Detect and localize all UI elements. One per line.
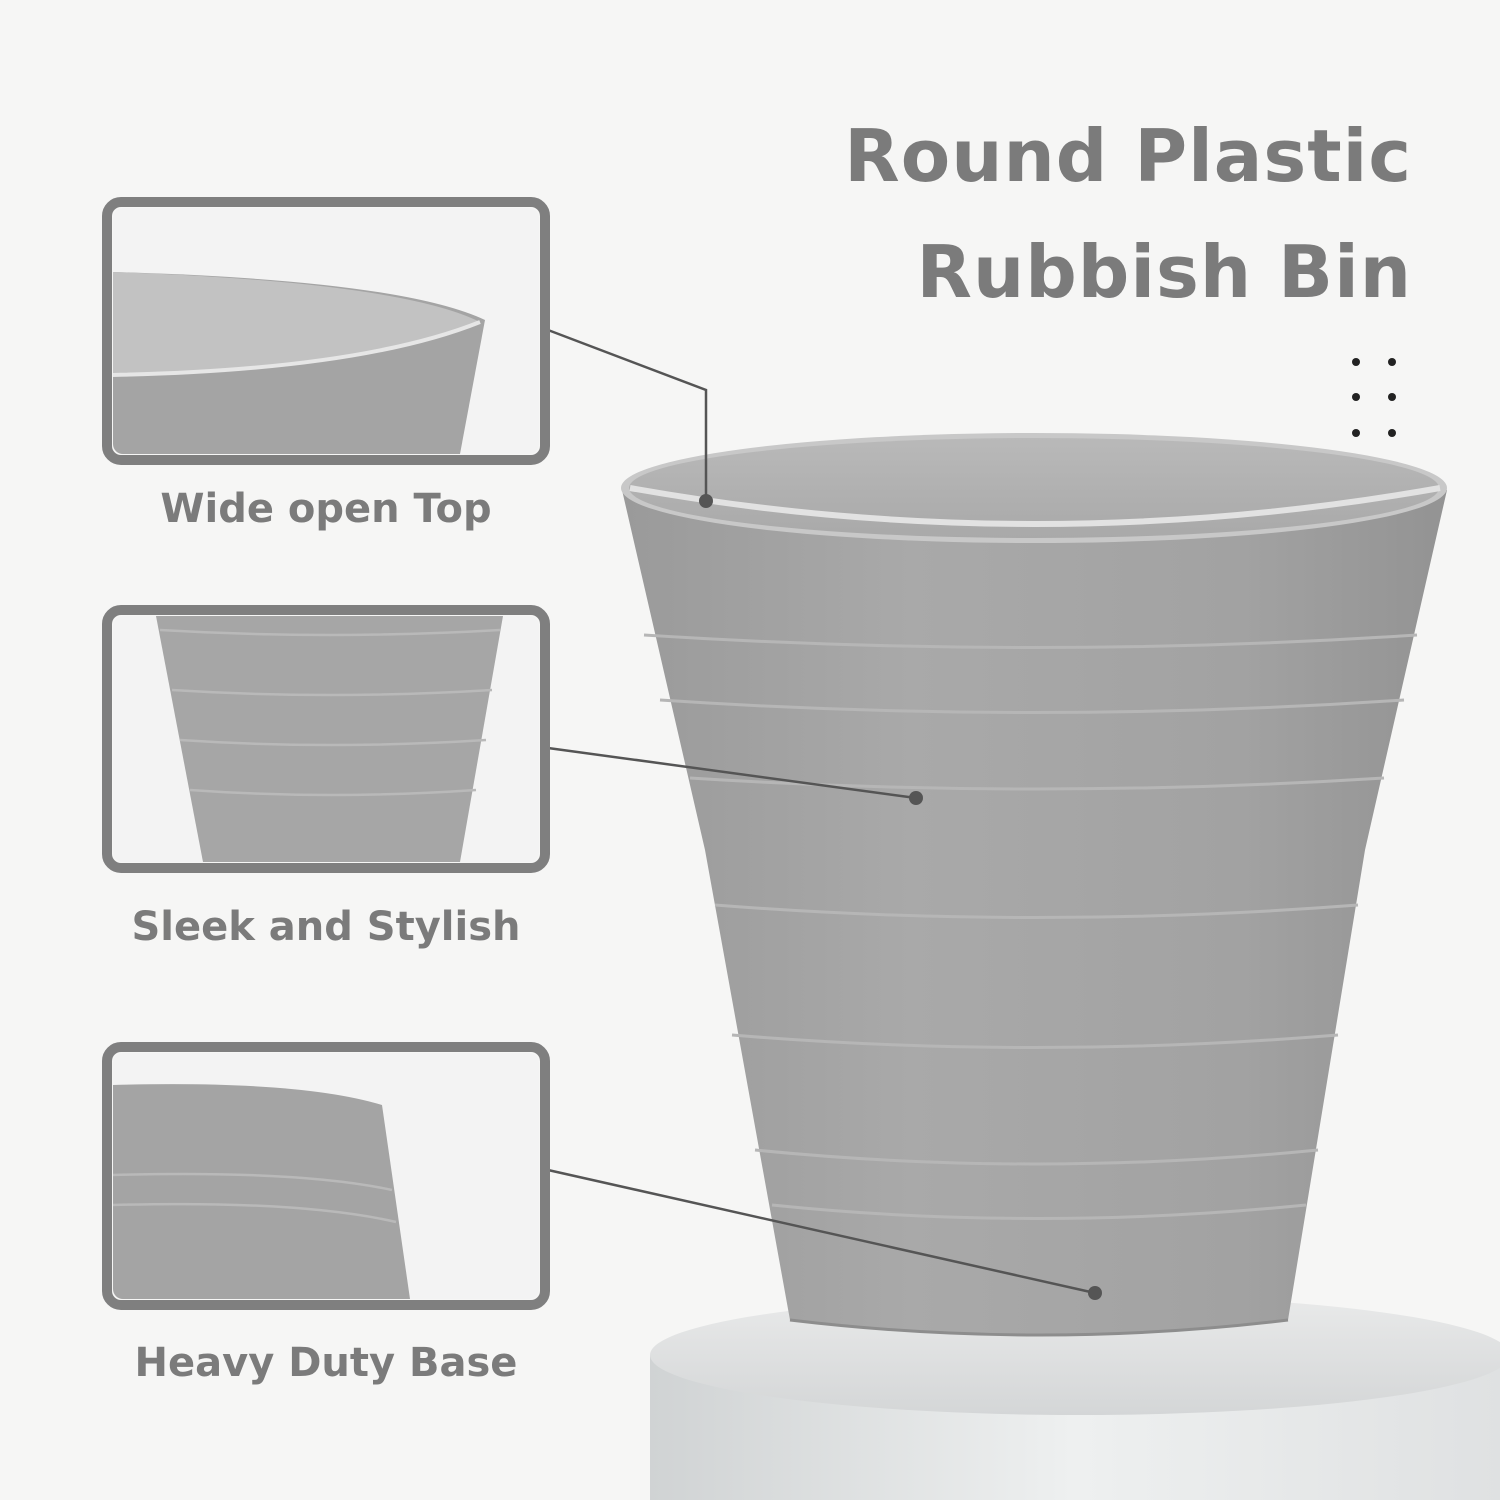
feature-label-top: Wide open Top xyxy=(160,486,492,532)
callout-lines xyxy=(547,328,1096,1295)
title-line-2: Rubbish Bin xyxy=(916,230,1412,314)
feature-label-middle: Sleek and Stylish xyxy=(131,904,521,950)
detail-frame-bottom xyxy=(102,1042,550,1310)
callout-dots xyxy=(699,494,1102,1300)
product-title: Round Plastic Rubbish Bin xyxy=(844,98,1412,330)
detail-frame-middle xyxy=(102,605,550,873)
feature-label-bottom: Heavy Duty Base xyxy=(134,1340,518,1386)
detail-frame-top xyxy=(102,197,550,465)
rubbish-bin xyxy=(621,433,1447,1337)
dot-grid-icon xyxy=(1352,358,1396,437)
title-line-1: Round Plastic xyxy=(844,114,1412,198)
